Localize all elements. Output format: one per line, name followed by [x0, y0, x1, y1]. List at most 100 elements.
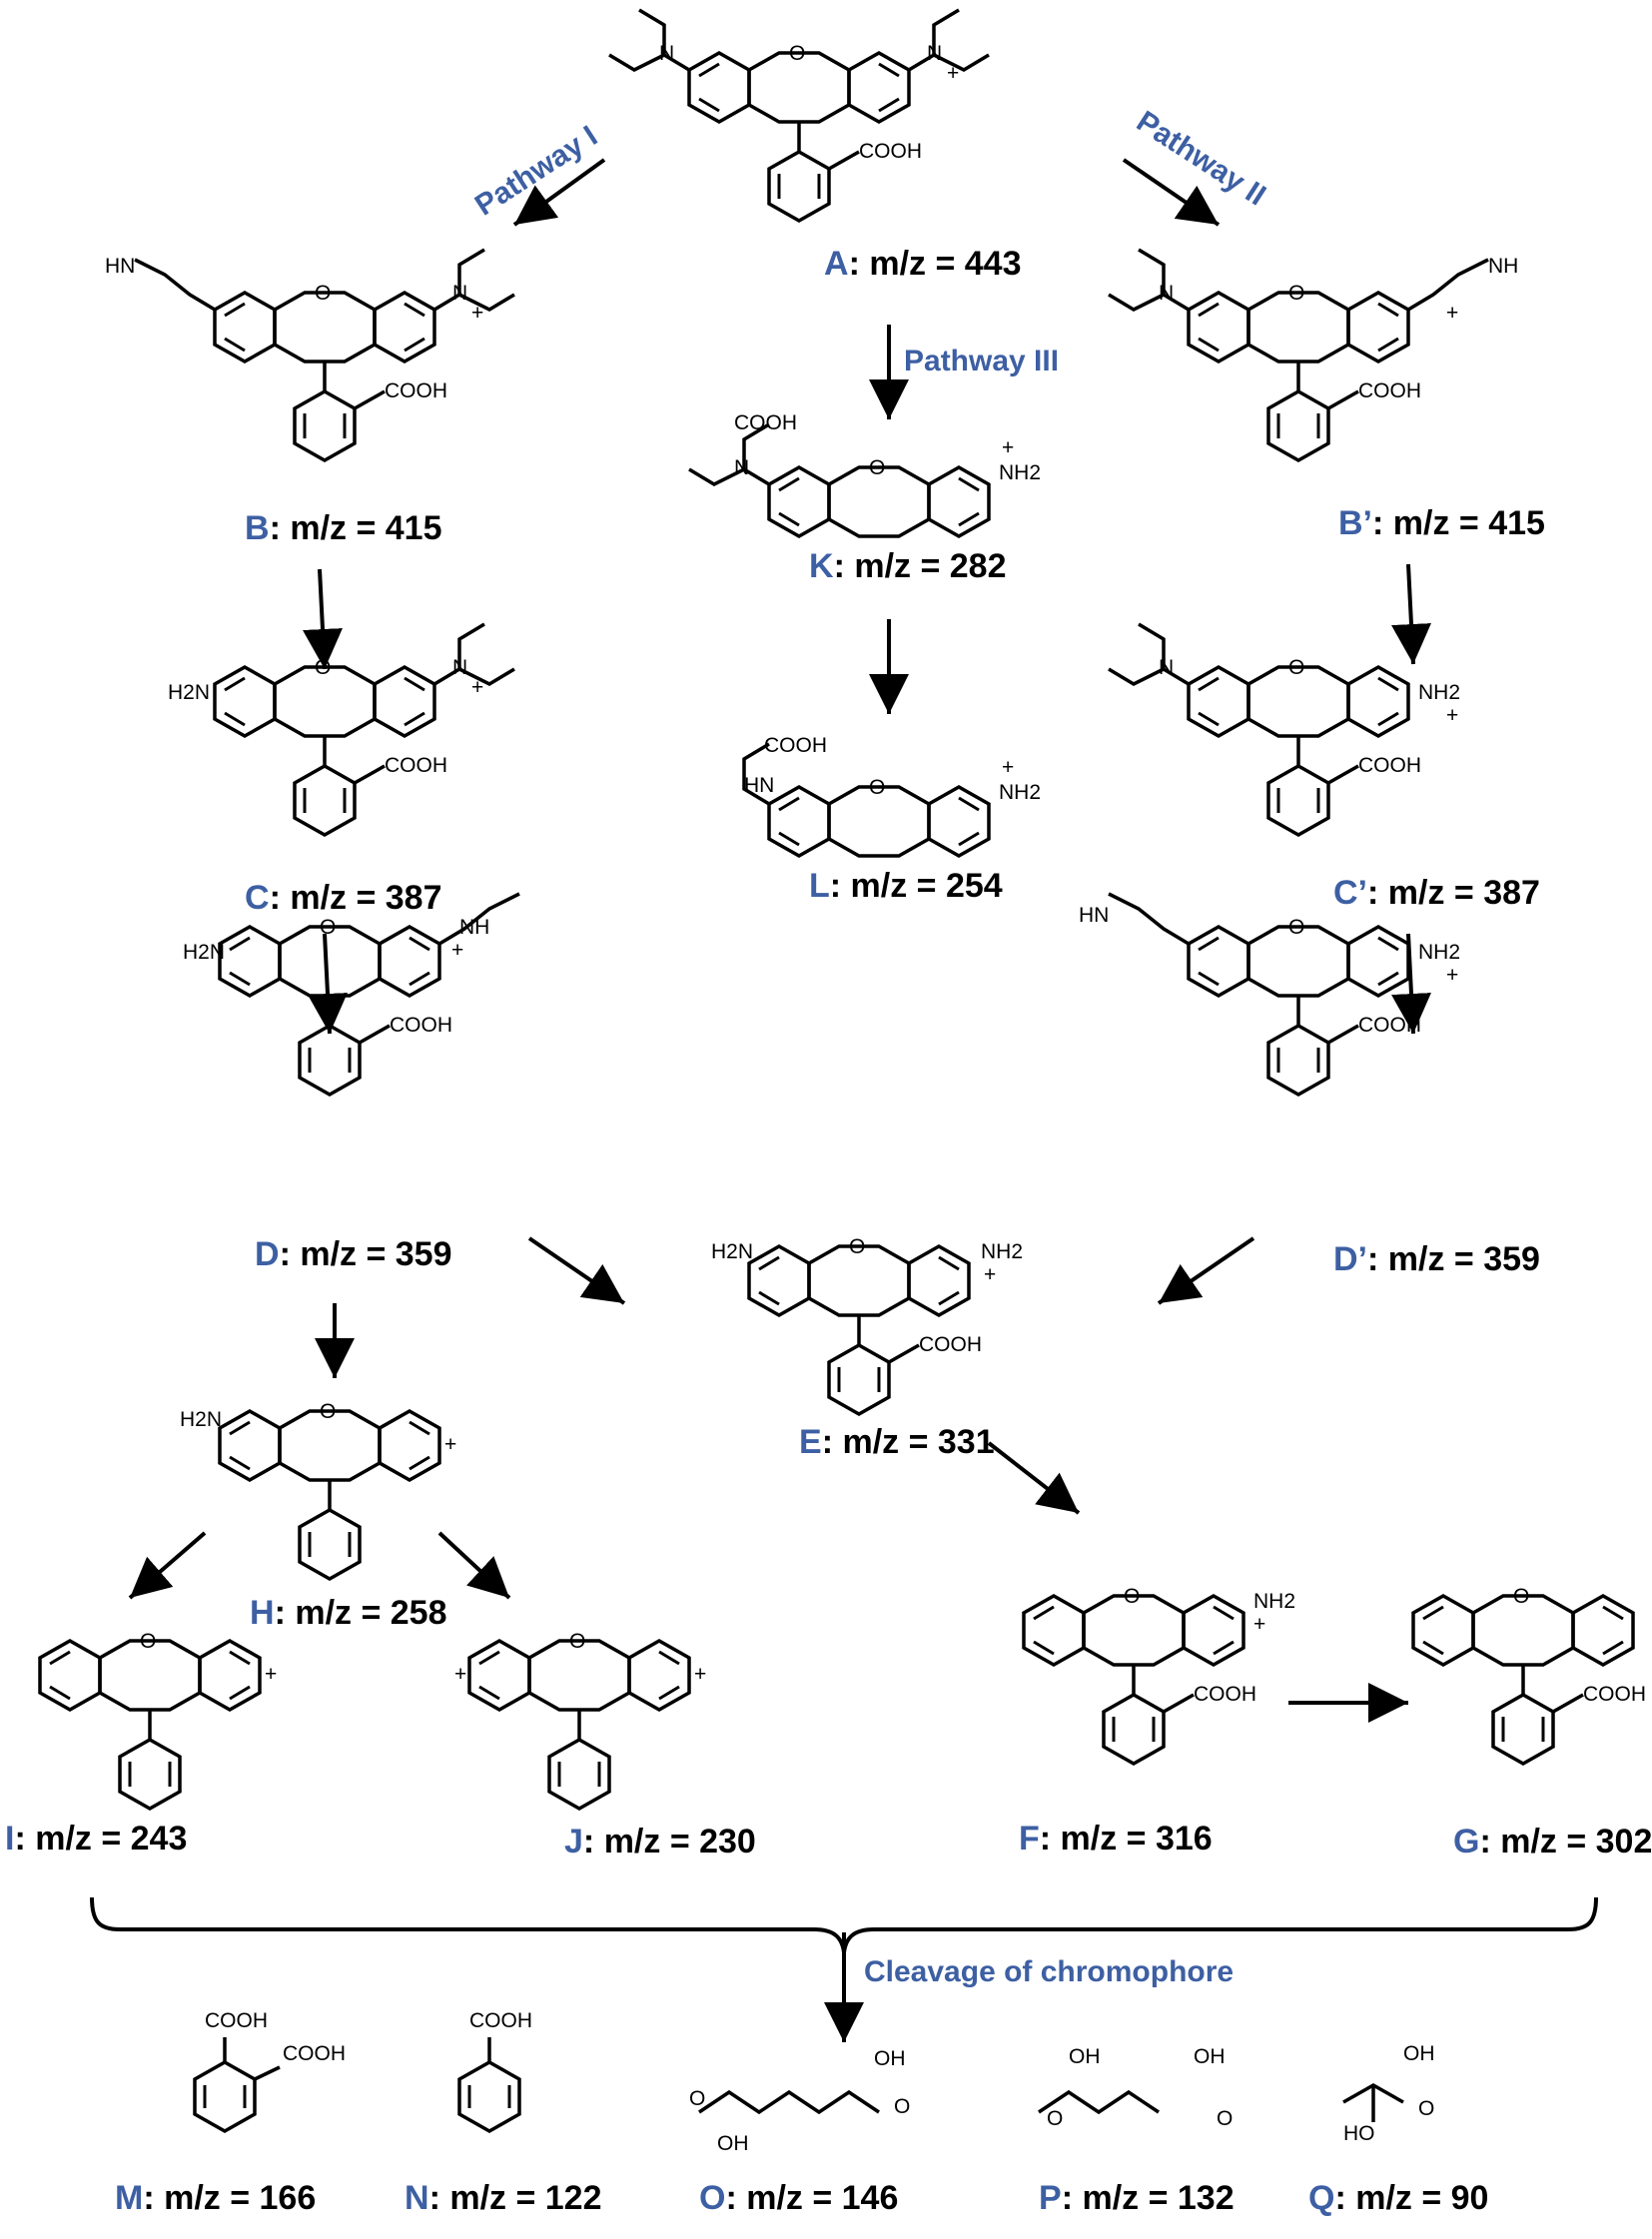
molecule-A: [608, 8, 990, 223]
atom-label: COOH: [385, 379, 447, 402]
atom-label: +: [984, 1263, 997, 1286]
atom-label: OH: [717, 2132, 749, 2155]
atom-label: NH2: [1418, 941, 1461, 964]
atom-label: COOH: [919, 1333, 982, 1356]
label-D: D: m/z = 359: [255, 1235, 452, 1273]
label-O: O: m/z = 146: [699, 2179, 899, 2217]
atom-label: NH: [459, 916, 490, 939]
atom-label: OH: [1069, 2045, 1101, 2068]
atom-label: OH: [874, 2047, 906, 2070]
atom-label: O: [1047, 2107, 1064, 2130]
atom-label: NH2: [1418, 681, 1461, 704]
atom-label: O: [789, 42, 806, 65]
cleavage-label: Cleavage of chromophore: [864, 1955, 1235, 1988]
arrow-A-to-B-prime: [1122, 158, 1221, 227]
atom-label: COOH: [1358, 754, 1421, 777]
atom-label: COOH: [734, 411, 797, 434]
atom-label: H2N: [180, 1408, 223, 1431]
molecule-J: [467, 1639, 691, 1811]
label-I: I: m/z = 243: [5, 1820, 188, 1858]
molecule-C-prime: [1108, 622, 1410, 837]
molecule-Q: [1342, 2082, 1404, 2122]
atom-label: NH: [1488, 255, 1519, 278]
atom-label: COOH: [859, 140, 922, 163]
atom-label: +: [451, 939, 464, 962]
molecule-L: [742, 742, 991, 858]
atom-label: O: [1288, 656, 1305, 679]
atom-label: N: [452, 656, 468, 679]
arrow-B-to-C: [303, 568, 343, 670]
atom-label: O: [689, 2087, 706, 2110]
atom-label: +: [1002, 756, 1015, 779]
atom-label: O: [320, 1400, 337, 1423]
atom-label: H2N: [183, 941, 226, 964]
atom-label: O: [894, 2095, 911, 2118]
molecule-D: [218, 892, 520, 1097]
label-E: E: m/z = 331: [799, 1423, 995, 1461]
atom-label: HO: [1343, 2122, 1375, 2145]
atom-label: COOH: [283, 2042, 346, 2065]
atom-label: O: [869, 456, 886, 479]
atom-label: NH2: [1253, 1590, 1296, 1613]
atom-label: COOH: [764, 734, 827, 757]
arrow-D-to-E: [527, 1236, 626, 1305]
molecule-P: [1038, 2089, 1160, 2115]
label-L: L: m/z = 254: [809, 867, 1003, 905]
arrow-A-to-B: [512, 158, 606, 227]
arrow-C-prime-to-D-prime: [1391, 933, 1431, 1035]
atom-label: COOH: [1358, 379, 1421, 402]
atom-label: +: [947, 62, 960, 85]
atom-label: O: [1513, 1585, 1530, 1608]
atom-label: N: [452, 282, 468, 305]
atom-label: NH2: [999, 461, 1042, 484]
atom-label: O: [869, 776, 886, 799]
arrow-H-to-J: [437, 1531, 511, 1600]
arrow-B-prime-to-C-prime: [1391, 563, 1431, 665]
atom-label: +: [694, 1663, 707, 1686]
atom-label: O: [140, 1630, 157, 1653]
molecule-N: [457, 2037, 521, 2133]
atom-label: +: [454, 1663, 467, 1686]
atom-label: O: [1288, 282, 1305, 305]
label-M: M: m/z = 166: [115, 2179, 317, 2217]
atom-label: COOH: [390, 1014, 452, 1037]
atom-label: COOH: [469, 2009, 532, 2032]
atom-label: COOH: [1583, 1683, 1646, 1706]
molecule-K: [688, 422, 991, 538]
molecule-I: [38, 1639, 262, 1811]
label-H: H: m/z = 258: [250, 1594, 447, 1632]
label-A: A: m/z = 443: [824, 245, 1022, 283]
label-J: J: m/z = 230: [564, 1823, 756, 1861]
label-N: N: m/z = 122: [405, 2179, 602, 2217]
atom-label: COOH: [1194, 1683, 1256, 1706]
label-C: C: m/z = 387: [245, 879, 442, 917]
arrow-D-prime-to-E: [1157, 1236, 1255, 1305]
atom-label: +: [1446, 302, 1459, 325]
molecule-D-prime: [1108, 892, 1410, 1097]
atom-label: N: [659, 42, 675, 65]
atom-label: O: [569, 1630, 586, 1653]
atom-label: H2N: [711, 1240, 754, 1263]
molecule-E: [747, 1244, 971, 1416]
atom-label: +: [471, 302, 484, 325]
atom-label: COOH: [205, 2009, 268, 2032]
molecule-M: [193, 2037, 281, 2133]
atom-label: NH2: [981, 1240, 1024, 1263]
molecule-G: [1411, 1594, 1635, 1766]
arrow-H-to-I: [128, 1531, 207, 1600]
atom-label: O: [320, 916, 337, 939]
arrow-C-to-D: [308, 933, 348, 1035]
atom-label: +: [1446, 964, 1459, 987]
atom-label: N: [1159, 282, 1175, 305]
atom-label: O: [1418, 2097, 1435, 2120]
label-K: K: m/z = 282: [809, 547, 1007, 585]
atom-label: +: [1002, 436, 1015, 459]
atom-label: N: [734, 456, 750, 479]
label-B-prime: B’: m/z = 415: [1338, 504, 1545, 542]
atom-label: OH: [1403, 2042, 1435, 2065]
atom-label: O: [849, 1235, 866, 1258]
atom-label: HN: [744, 774, 775, 797]
label-G: G: m/z = 302: [1453, 1823, 1652, 1861]
atom-label: NH2: [999, 781, 1042, 804]
